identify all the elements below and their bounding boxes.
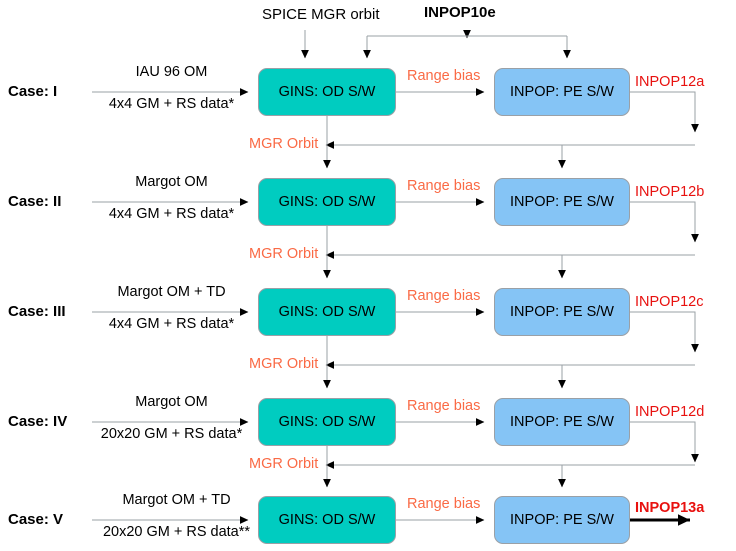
inpop-box-5[interactable]: INPOP: PE S/W <box>494 496 630 544</box>
output-label-3: INPOP12c <box>635 294 704 310</box>
right-feedback-lines <box>630 91 699 463</box>
input-bottom-2: 4x4 GM + RS data* <box>108 206 235 222</box>
range-bias-label-5: Range bias <box>407 496 481 512</box>
output-label-5: INPOP13a <box>635 500 705 516</box>
output-label-2: INPOP12b <box>635 184 705 200</box>
gins-box-3[interactable]: GINS: OD S/W <box>258 288 396 336</box>
inpop-box-2[interactable]: INPOP: PE S/W <box>494 178 630 226</box>
input-top-2: Margot OM <box>135 174 208 190</box>
case-label-1: Case: I <box>8 83 58 100</box>
case-label-3: Case: III <box>8 303 66 320</box>
input-arrows <box>92 88 249 524</box>
gins-box-1[interactable]: GINS: OD S/W <box>258 68 396 116</box>
inpop-box-3[interactable]: INPOP: PE S/W <box>494 288 630 336</box>
gins-box-4[interactable]: GINS: OD S/W <box>258 398 396 446</box>
input-top-5: Margot OM + TD <box>122 492 231 508</box>
case-label-4: Case: IV <box>8 413 68 430</box>
input-bottom-5: 20x20 GM + RS data** <box>102 524 251 540</box>
mgr-orbit-bus <box>325 141 695 469</box>
input-bottom-3: 4x4 GM + RS data* <box>108 316 235 332</box>
inpop-box-4[interactable]: INPOP: PE S/W <box>494 398 630 446</box>
range-bias-label-3: Range bias <box>407 288 481 304</box>
header-spice-mgr-orbit: SPICE MGR orbit <box>262 6 380 23</box>
mgr-orbit-label-2: MGR Orbit <box>249 246 319 262</box>
input-bottom-4: 20x20 GM + RS data* <box>100 426 243 442</box>
case-label-2: Case: II <box>8 193 62 210</box>
output-label-1: INPOP12a <box>635 74 705 90</box>
input-top-4: Margot OM <box>135 394 208 410</box>
mgr-orbit-label-3: MGR Orbit <box>249 356 319 372</box>
range-bias-label-4: Range bias <box>407 398 481 414</box>
output-label-4: INPOP12d <box>635 404 705 420</box>
header-inpop10e: INPOP10e <box>424 4 496 21</box>
range-bias-label-1: Range bias <box>407 68 481 84</box>
range-bias-label-2: Range bias <box>407 178 481 194</box>
input-top-1: IAU 96 OM <box>135 64 208 80</box>
inpop-box-1[interactable]: INPOP: PE S/W <box>494 68 630 116</box>
gins-box-2[interactable]: GINS: OD S/W <box>258 178 396 226</box>
case-label-5: Case: V <box>8 511 64 528</box>
input-top-3: Margot OM + TD <box>117 284 226 300</box>
input-bottom-1: 4x4 GM + RS data* <box>108 96 235 112</box>
range-bias-arrows <box>396 88 485 426</box>
mgr-orbit-label-4: MGR Orbit <box>249 456 319 472</box>
gins-box-5[interactable]: GINS: OD S/W <box>258 496 396 544</box>
mgr-orbit-label-1: MGR Orbit <box>249 136 319 152</box>
